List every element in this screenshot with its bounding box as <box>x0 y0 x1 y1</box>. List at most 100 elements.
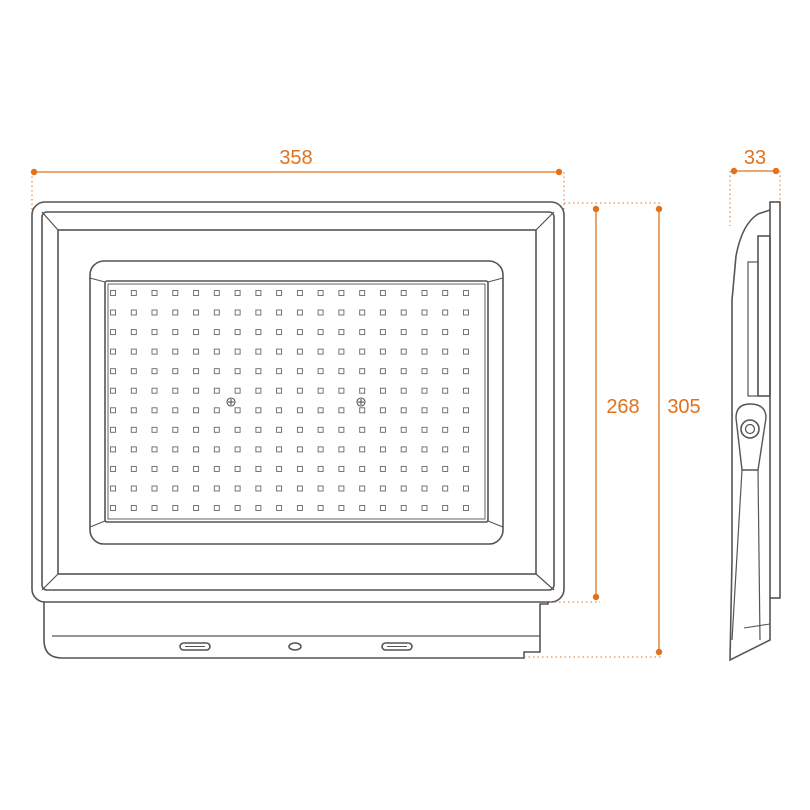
driver-box <box>43 602 549 659</box>
led-chip <box>421 329 428 336</box>
led-chip <box>234 348 241 355</box>
led-chip <box>442 465 449 472</box>
led-chip <box>463 290 469 296</box>
led-chip <box>421 465 428 472</box>
led-chip <box>151 387 158 394</box>
led-chip <box>130 407 137 414</box>
led-chip <box>400 446 407 453</box>
led-chip <box>379 505 386 511</box>
led-chip <box>193 407 200 414</box>
led-chip <box>338 290 345 296</box>
led-chip <box>151 426 158 433</box>
led-chip <box>421 290 428 296</box>
led-chip <box>213 387 220 394</box>
led-chip <box>130 309 137 316</box>
led-chip <box>276 368 283 375</box>
led-chip <box>213 426 220 433</box>
led-chip <box>379 446 386 453</box>
cable-gland-right <box>381 642 413 651</box>
led-chip <box>213 309 220 316</box>
lens-frame-outer <box>89 260 504 545</box>
led-chip <box>110 309 116 316</box>
led-chip <box>255 485 262 492</box>
led-chip <box>379 290 386 296</box>
led-chip <box>317 505 324 511</box>
led-chip <box>317 368 324 375</box>
side-view <box>729 201 781 662</box>
led-chip <box>234 505 241 511</box>
led-chip <box>463 368 469 375</box>
led-chip <box>213 485 220 492</box>
led-chip <box>255 426 262 433</box>
led-chip <box>193 348 200 355</box>
led-chip <box>442 426 449 433</box>
led-chip <box>296 329 303 336</box>
led-chip <box>151 348 158 355</box>
led-chip <box>379 309 386 316</box>
led-chip <box>379 368 386 375</box>
led-chip <box>400 348 407 355</box>
led-chip <box>296 485 303 492</box>
led-chip <box>276 426 283 433</box>
led-chip <box>255 309 262 316</box>
led-chip <box>234 407 241 414</box>
led-chip <box>151 407 158 414</box>
led-chip <box>400 387 407 394</box>
dimension-lines <box>30 167 781 658</box>
led-chip <box>400 426 407 433</box>
led-chip <box>421 387 428 394</box>
led-chip <box>172 465 179 472</box>
led-chip <box>442 407 449 414</box>
led-chip <box>379 348 386 355</box>
side-mount-bracket <box>735 403 767 471</box>
lens-screw-right-icon <box>356 397 366 407</box>
led-chip <box>276 505 283 511</box>
led-chip <box>296 426 303 433</box>
led-chip <box>151 329 158 336</box>
led-chip <box>130 368 137 375</box>
led-chip <box>317 485 324 492</box>
bezel-border <box>57 229 537 575</box>
led-chip <box>276 348 283 355</box>
led-chip <box>172 329 179 336</box>
led-chip <box>317 446 324 453</box>
led-chip <box>400 407 407 414</box>
led-chip <box>130 446 137 453</box>
led-chip <box>193 485 200 492</box>
led-chip <box>379 387 386 394</box>
led-chip <box>193 505 200 511</box>
led-chip <box>151 290 158 296</box>
led-chip <box>400 465 407 472</box>
led-chip <box>400 329 407 336</box>
led-chip <box>359 407 366 414</box>
led-chip <box>317 465 324 472</box>
led-chip <box>255 368 262 375</box>
led-chip <box>172 368 179 375</box>
led-chip <box>359 387 366 394</box>
led-chip <box>130 505 137 511</box>
led-chip <box>463 446 469 453</box>
led-chip <box>359 485 366 492</box>
led-chip <box>172 309 179 316</box>
led-chip <box>110 348 116 355</box>
led-chip <box>338 407 345 414</box>
led-chip <box>338 348 345 355</box>
led-chip <box>172 505 179 511</box>
led-chip <box>255 505 262 511</box>
led-chip <box>338 309 345 316</box>
led-chip <box>442 446 449 453</box>
led-chip <box>296 446 303 453</box>
led-chip <box>151 446 158 453</box>
led-chip <box>255 348 262 355</box>
led-chip <box>421 348 428 355</box>
led-chip <box>317 290 324 296</box>
led-chip <box>234 426 241 433</box>
led-chip <box>442 485 449 492</box>
led-chip <box>338 505 345 511</box>
led-chip <box>110 407 116 414</box>
led-chip <box>110 485 116 492</box>
led-chip <box>359 368 366 375</box>
led-chip <box>379 485 386 492</box>
led-chip <box>193 426 200 433</box>
